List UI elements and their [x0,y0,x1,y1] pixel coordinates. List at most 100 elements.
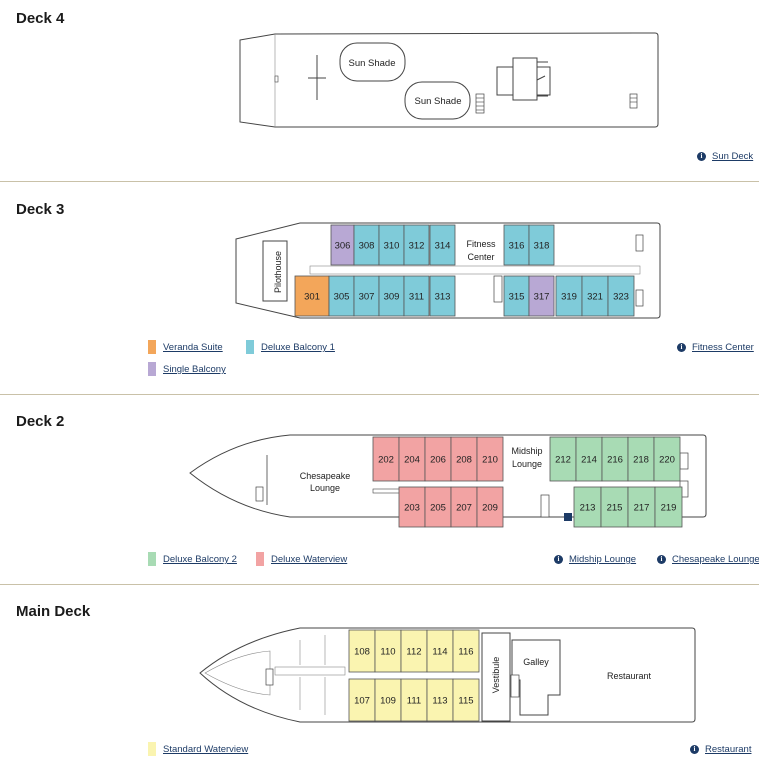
cabin-number: 111 [407,696,421,707]
cabin-321[interactable] [581,275,609,317]
cabin-number: 312 [409,241,425,252]
cabin-116[interactable] [452,629,480,673]
galley-label: Galley [523,657,549,667]
cabin-313[interactable] [429,275,456,317]
cabin-205[interactable] [424,486,452,528]
cabin-number: 107 [354,696,370,707]
cabin-315[interactable] [503,275,530,317]
cabin-115[interactable] [452,678,480,722]
cabin-111[interactable] [400,678,428,722]
midship-lounge-label-2: Lounge [512,459,542,469]
legend-standard-waterview[interactable]: Standard Waterview [163,744,249,755]
vestibule-label: Vestibule [491,657,501,694]
cabin-203[interactable] [398,486,426,528]
chesapeake-lounge-link[interactable]: Chesapeake Lounge [672,554,759,565]
fitness-center-label-2: Center [467,252,494,262]
midship-lounge-label-1: Midship [511,446,542,456]
chesapeake-lounge-label-1: Chesapeake [300,471,351,481]
cabin-number: 311 [409,292,424,303]
cabin-number: 116 [458,647,473,658]
cabin-307[interactable] [353,275,380,317]
cabin-308[interactable] [353,224,380,266]
cabin-301[interactable] [294,275,330,317]
standard-waterview-swatch [148,742,156,756]
cabin-112[interactable] [400,629,428,673]
cabin-number: 310 [384,241,400,252]
fitness-center-link[interactable]: Fitness Center [692,342,754,353]
cabin-number: 313 [435,292,451,303]
sun-shade-label-1: Sun Shade [348,58,395,69]
cabin-311[interactable] [403,275,430,317]
cabin-317[interactable] [528,275,555,317]
cabin-323[interactable] [607,275,635,317]
cabin-number: 216 [607,455,623,466]
cabin-number: 318 [534,241,550,252]
cabin-316[interactable] [503,224,530,266]
deck-4-title: Deck 4 [16,10,65,27]
cabin-219[interactable] [654,486,683,528]
cabin-number: 321 [587,292,603,303]
deck-3-title: Deck 3 [16,201,65,218]
cabin-209[interactable] [476,486,504,528]
cabin-number: 219 [661,503,677,514]
cabin-206[interactable] [424,436,452,482]
legend-deluxe-balcony-2[interactable]: Deluxe Balcony 2 [163,554,237,565]
cabin-305[interactable] [328,275,355,317]
legend-single-balcony[interactable]: Single Balcony [163,364,226,375]
cabin-108[interactable] [348,629,376,673]
cabin-218[interactable] [627,436,655,482]
legend-deluxe-waterview[interactable]: Deluxe Waterview [271,554,348,565]
legend-veranda-suite[interactable]: Veranda Suite [163,342,223,353]
cabin-number: 207 [456,503,472,514]
veranda-suite-swatch [148,340,156,354]
cabin-217[interactable] [627,486,656,528]
sun-shade-label-2: Sun Shade [414,96,461,107]
divider [0,394,759,395]
cabin-number: 315 [509,292,525,303]
cabin-113[interactable] [426,678,454,722]
legend-deluxe-balcony-1[interactable]: Deluxe Balcony 1 [261,342,335,353]
sun-deck-link[interactable]: Sun Deck [712,151,754,162]
cabin-number: 203 [404,503,420,514]
cabin-312[interactable] [403,224,430,266]
cabin-114[interactable] [426,629,454,673]
cabin-109[interactable] [374,678,402,722]
cabin-number: 314 [435,241,451,252]
cabin-215[interactable] [600,486,629,528]
cabin-number: 114 [432,647,447,658]
cabin-220[interactable] [653,436,681,482]
restaurant-link[interactable]: Restaurant [705,744,752,755]
midship-lounge-link[interactable]: Midship Lounge [569,554,637,565]
cabin-number: 110 [380,647,395,658]
deluxe-balcony-2-swatch [148,552,156,566]
cabin-318[interactable] [528,224,555,266]
info-icon: i [554,555,563,564]
cabin-207[interactable] [450,486,478,528]
main-deck-title: Main Deck [16,603,91,620]
cabin-number: 214 [581,455,597,466]
cabin-number: 323 [613,292,629,303]
cabin-110[interactable] [374,629,402,673]
cabin-314[interactable] [429,224,456,266]
cabin-204[interactable] [398,436,426,482]
cabin-309[interactable] [378,275,405,317]
cabin-310[interactable] [378,224,405,266]
cabin-number: 217 [634,503,650,514]
cabin-number: 109 [380,696,396,707]
cabin-number: 308 [359,241,375,252]
cabin-number: 208 [456,455,472,466]
cabin-number: 305 [334,292,350,303]
cabin-208[interactable] [450,436,478,482]
divider [0,181,759,182]
cabin-number: 317 [534,292,550,303]
cabin-202[interactable] [372,436,400,482]
cabin-number: 115 [458,696,473,707]
cabin-number: 215 [607,503,623,514]
cabin-number: 316 [509,241,525,252]
cabin-210[interactable] [476,436,504,482]
cabin-number: 309 [384,292,400,303]
deck-4-plan: Sun Shade Sun Shade [239,32,659,128]
fitness-center-label-1: Fitness [466,239,496,249]
single-balcony-swatch [148,362,156,376]
